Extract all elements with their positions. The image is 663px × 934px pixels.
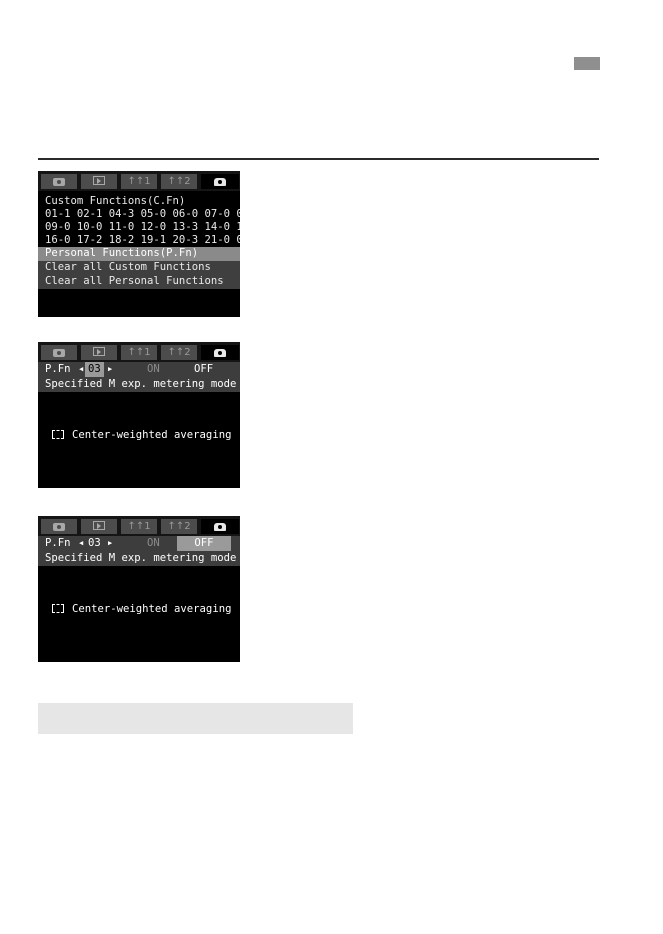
- menu-title: Custom Functions(C.Fn): [45, 195, 186, 207]
- pfn-setting: Center-weighted averaging: [52, 602, 231, 616]
- section-heading-box: [38, 703, 353, 734]
- option-off[interactable]: OFF: [194, 363, 214, 375]
- center-weighted-metering-icon: [52, 430, 64, 439]
- pfn-setting: Center-weighted averaging: [52, 428, 231, 442]
- lcd-screen-custom-functions: ↑↑1 ↑↑2 Custom Functions(C.Fn) 01-1 02-1…: [38, 171, 240, 317]
- option-on[interactable]: ON: [147, 537, 160, 549]
- playback-icon: [93, 347, 105, 356]
- camera-icon: [53, 349, 65, 357]
- pfn-selector-row: P.Fn ◀ 03 ▶ ON OFF: [38, 362, 240, 377]
- my-menu-icon: [214, 178, 226, 186]
- tab-shooting[interactable]: [41, 345, 77, 360]
- arrow-right-icon[interactable]: ▶: [108, 539, 113, 547]
- pfn-setting-label: Center-weighted averaging: [72, 429, 232, 441]
- tab-setup-1[interactable]: ↑↑1: [121, 519, 157, 534]
- tab-playback[interactable]: [81, 174, 117, 189]
- menu-item-personal-functions[interactable]: Personal Functions(P.Fn): [38, 247, 240, 261]
- menu-item-clear-personal[interactable]: Clear all Personal Functions: [38, 275, 240, 289]
- tab-custom[interactable]: [201, 345, 239, 360]
- lcd-screen-pfn-number: ↑↑1 ↑↑2 P.Fn ◀ 03 ▶ ON OFF Specified M e…: [38, 342, 240, 488]
- tab-setup-1[interactable]: ↑↑1: [121, 174, 157, 189]
- tab-playback[interactable]: [81, 345, 117, 360]
- cfn-row-1: 01-1 02-1 04-3 05-0 06-0 07-0 08-0: [45, 208, 240, 220]
- pfn-description: Specified M exp. metering mode: [38, 377, 240, 392]
- pfn-number[interactable]: 03: [88, 537, 101, 549]
- option-off[interactable]: OFF: [177, 536, 231, 551]
- tab-setup-2[interactable]: ↑↑2: [161, 174, 197, 189]
- pfn-label: P.Fn: [45, 537, 71, 549]
- tab-playback[interactable]: [81, 519, 117, 534]
- menu-tabs: ↑↑1 ↑↑2: [38, 516, 240, 536]
- center-weighted-metering-icon: [52, 604, 64, 613]
- my-menu-icon: [214, 523, 226, 531]
- my-menu-icon: [214, 349, 226, 357]
- cfn-row-2: 09-0 10-0 11-0 12-0 13-3 14-0 15-0: [45, 221, 240, 233]
- menu-item-clear-custom[interactable]: Clear all Custom Functions: [38, 261, 240, 275]
- pfn-label: P.Fn: [45, 363, 71, 375]
- cfn-row-3: 16-0 17-2 18-2 19-1 20-3 21-0 00-1: [45, 234, 240, 246]
- arrow-left-icon[interactable]: ◀: [79, 539, 84, 547]
- menu-tabs: ↑↑1 ↑↑2: [38, 342, 240, 362]
- arrow-left-icon[interactable]: ◀: [79, 365, 84, 373]
- tab-setup-1[interactable]: ↑↑1: [121, 345, 157, 360]
- pfn-selector-row: P.Fn ◀ 03 ▶ ON OFF: [38, 536, 240, 551]
- tab-setup-2[interactable]: ↑↑2: [161, 519, 197, 534]
- section-divider: [38, 158, 599, 160]
- playback-icon: [93, 176, 105, 185]
- pfn-description: Specified M exp. metering mode: [38, 551, 240, 566]
- camera-icon: [53, 178, 65, 186]
- camera-icon: [53, 523, 65, 531]
- pfn-setting-label: Center-weighted averaging: [72, 603, 232, 615]
- lcd-screen-pfn-off: ↑↑1 ↑↑2 P.Fn ◀ 03 ▶ ON OFF Specified M e…: [38, 516, 240, 662]
- option-on[interactable]: ON: [147, 363, 160, 375]
- menu-tabs: ↑↑1 ↑↑2: [38, 171, 240, 191]
- chapter-tab-marker: [574, 57, 600, 70]
- pfn-number[interactable]: 03: [85, 362, 104, 377]
- tab-shooting[interactable]: [41, 519, 77, 534]
- arrow-right-icon[interactable]: ▶: [108, 365, 113, 373]
- playback-icon: [93, 521, 105, 530]
- tab-custom[interactable]: [201, 174, 239, 189]
- tab-shooting[interactable]: [41, 174, 77, 189]
- tab-setup-2[interactable]: ↑↑2: [161, 345, 197, 360]
- tab-custom[interactable]: [201, 519, 239, 534]
